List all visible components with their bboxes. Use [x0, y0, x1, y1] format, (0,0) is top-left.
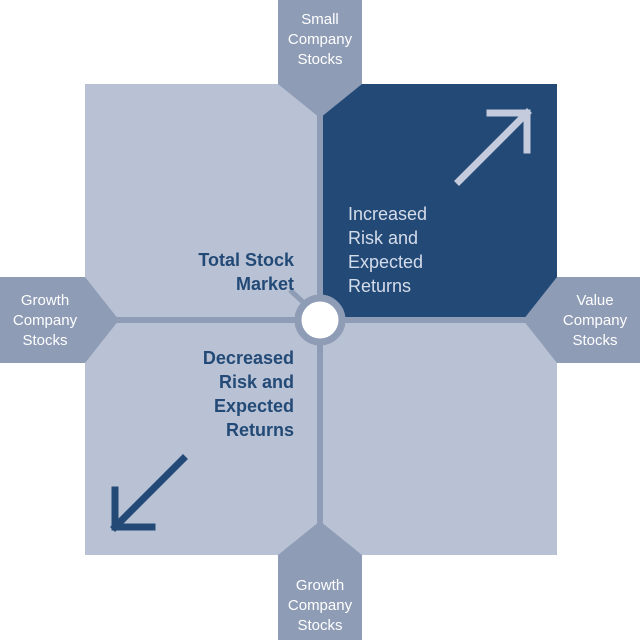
- down-left-arrow-icon: [110, 454, 188, 532]
- left-tab-label: Growth Company Stocks: [12, 292, 78, 349]
- center-circle: [294, 294, 346, 346]
- top-tab: [278, 0, 362, 118]
- quadrant-top-left: [85, 84, 320, 320]
- right-tab-label: Value Company Stocks: [562, 292, 628, 349]
- center-label: Total Stock Market: [198, 250, 294, 294]
- bottom-tab: [278, 521, 362, 640]
- quadrant-bottom-right: [320, 320, 557, 555]
- center-pointer: [288, 288, 306, 305]
- left-tab: [0, 277, 119, 363]
- decreased-risk-label: Decreased Risk and Expected Returns: [202, 348, 294, 440]
- right-tab: [523, 277, 640, 363]
- increased-risk-label: Increased Risk and Expected Returns: [348, 204, 428, 296]
- top-tab-label: Small Company Stocks: [287, 11, 353, 68]
- up-right-arrow-icon: [454, 108, 532, 186]
- bottom-tab-label: Growth Company Stocks: [287, 577, 353, 634]
